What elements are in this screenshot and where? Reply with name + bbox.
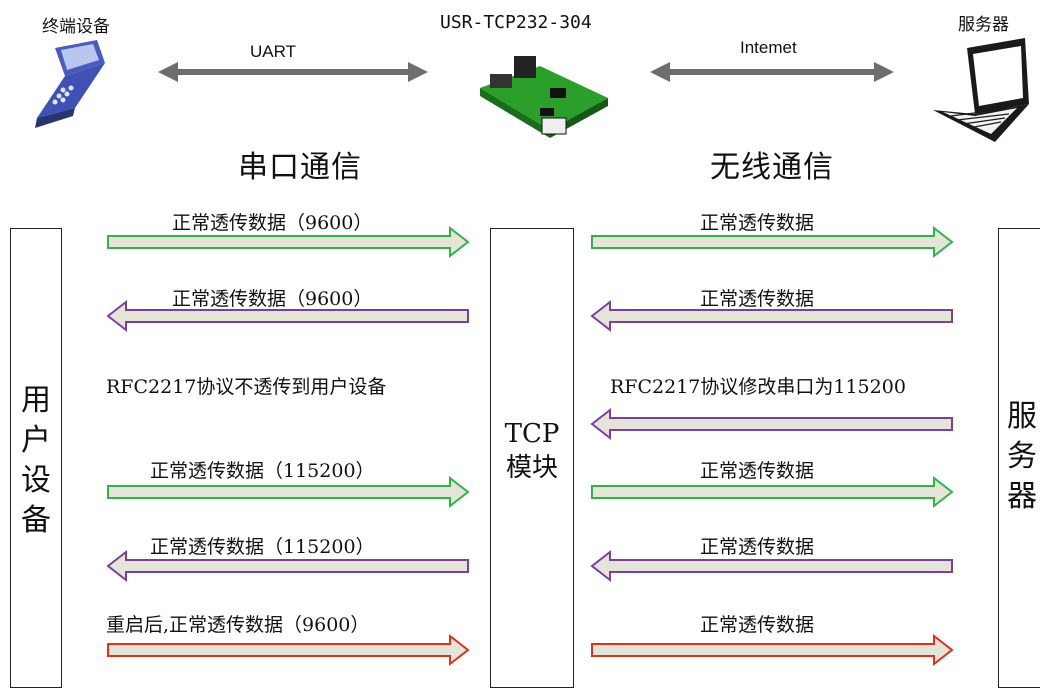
server-top-label: 服务器 bbox=[958, 15, 1009, 35]
wireless-arrow-1 bbox=[591, 225, 954, 259]
module-label: 模块 bbox=[505, 453, 558, 483]
server-column: 服务器 bbox=[998, 228, 1040, 688]
serial-arrow-2 bbox=[106, 299, 469, 333]
tcp-label: TCP bbox=[504, 419, 560, 449]
internet-label: Intemet bbox=[740, 38, 797, 57]
wireless-communication-title: 无线通信 bbox=[710, 150, 834, 185]
wireless-arrow-2 bbox=[590, 299, 953, 333]
module-model-label: USR-TCP232-304 bbox=[440, 12, 592, 33]
right-message-1: 正常透传数据 bbox=[700, 212, 815, 234]
uart-double-arrow bbox=[158, 62, 428, 82]
serial-communication-title: 串口通信 bbox=[238, 150, 362, 185]
right-message-3: RFC2217协议修改串口为115200 bbox=[610, 376, 906, 398]
terminal-device-label: 终端设备 bbox=[42, 17, 110, 37]
serial-arrow-5 bbox=[106, 549, 469, 583]
left-message-5: 正常透传数据（115200） bbox=[150, 536, 375, 558]
handheld-terminal-icon bbox=[35, 40, 105, 128]
serial-arrow-1 bbox=[107, 225, 470, 259]
wireless-arrow-6 bbox=[591, 633, 954, 667]
wireless-arrow-3 bbox=[590, 407, 953, 441]
user-device-column: 用户设备 bbox=[10, 228, 62, 688]
left-message-6: 重启后,正常透传数据（9600） bbox=[106, 614, 370, 636]
right-message-2: 正常透传数据 bbox=[700, 288, 815, 310]
uart-label: UART bbox=[250, 42, 296, 61]
tcp-module-board-icon bbox=[480, 56, 608, 138]
tcp-module-column: TCP 模块 bbox=[490, 228, 574, 688]
user-device-label: 用户设备 bbox=[21, 383, 51, 538]
right-message-4: 正常透传数据 bbox=[700, 460, 815, 482]
left-message-1: 正常透传数据（9600） bbox=[172, 212, 373, 234]
server-label: 服务器 bbox=[1007, 399, 1037, 514]
internet-double-arrow bbox=[650, 62, 894, 82]
left-message-3: RFC2217协议不透传到用户设备 bbox=[106, 376, 387, 398]
right-message-5: 正常透传数据 bbox=[700, 536, 815, 558]
wireless-arrow-4 bbox=[591, 475, 954, 509]
wireless-arrow-5 bbox=[590, 549, 953, 583]
serial-arrow-4 bbox=[107, 475, 470, 509]
right-message-6: 正常透传数据 bbox=[700, 614, 815, 636]
left-message-2: 正常透传数据（9600） bbox=[172, 288, 373, 310]
laptop-server-icon bbox=[933, 38, 1029, 142]
serial-arrow-6 bbox=[107, 633, 470, 667]
left-message-4: 正常透传数据（115200） bbox=[150, 460, 375, 482]
